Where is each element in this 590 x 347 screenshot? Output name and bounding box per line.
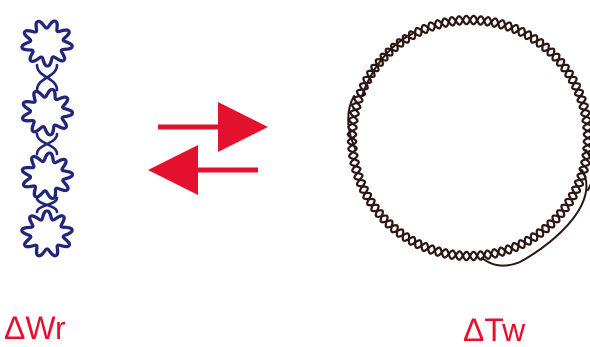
writhe-crossover [37, 65, 57, 90]
twist-label: ΔTw [463, 314, 525, 346]
writhe-ring-strand [22, 21, 73, 66]
writhe-ring-strand [22, 211, 73, 256]
writhe-crossover [37, 134, 57, 154]
writhe-label: ΔWr [4, 312, 66, 344]
twist-unwound-loop [362, 34, 412, 96]
writhed-dna-supercoil [22, 21, 73, 256]
twisted-dna-circle [348, 16, 590, 266]
equilibrium-arrows [158, 127, 258, 170]
